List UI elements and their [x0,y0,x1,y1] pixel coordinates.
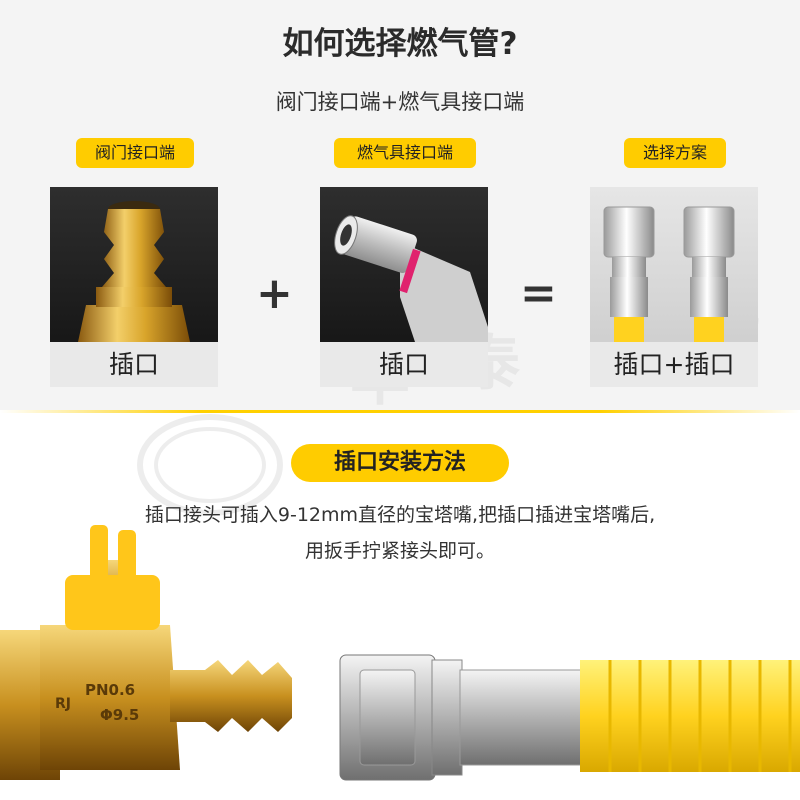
svg-text:RJ: RJ [55,696,71,712]
install-description-line1: 插口接头可插入9-12mm直径的宝塔嘴,把插口插进宝塔嘴后, [144,504,656,526]
gas-hose-icon [339,654,800,781]
tag-solution: 选择方案 [624,138,726,168]
tag-appliance-end: 燃气具接口端 [334,138,476,168]
page-subtitle: 阀门接口端+燃气具接口端 [275,90,525,114]
appliance-end-label: 插口 [320,342,488,387]
svg-text:PN0.6: PN0.6 [85,681,135,699]
tag-valve-end: 阀门接口端 [76,138,194,168]
install-method-title: 插口安装方法 [291,444,509,482]
solution-label: 插口+插口 [590,342,758,387]
gas-nozzle-icon [334,215,488,342]
valve-end-image: 插口 [50,187,218,387]
install-scene: PN0.6 Φ9.5 RJ [0,525,800,781]
section-divider [0,410,800,413]
page-title: 如何选择燃气管? [282,26,518,62]
valve-end-label: 插口 [50,342,218,387]
hose-pair-icon [603,206,735,342]
brass-barb-icon [78,201,190,342]
install-description-line2: 用扳手拧紧接头即可。 [304,540,495,562]
svg-text:Φ9.5: Φ9.5 [100,706,139,724]
brand-logo-watermark-icon [137,414,283,516]
equals-operator: = [520,268,557,319]
ball-valve-icon: PN0.6 Φ9.5 RJ [0,525,292,780]
solution-image: 插口+插口 [590,187,758,387]
appliance-end-image: 插口 [320,187,488,387]
plus-operator: + [256,268,293,319]
